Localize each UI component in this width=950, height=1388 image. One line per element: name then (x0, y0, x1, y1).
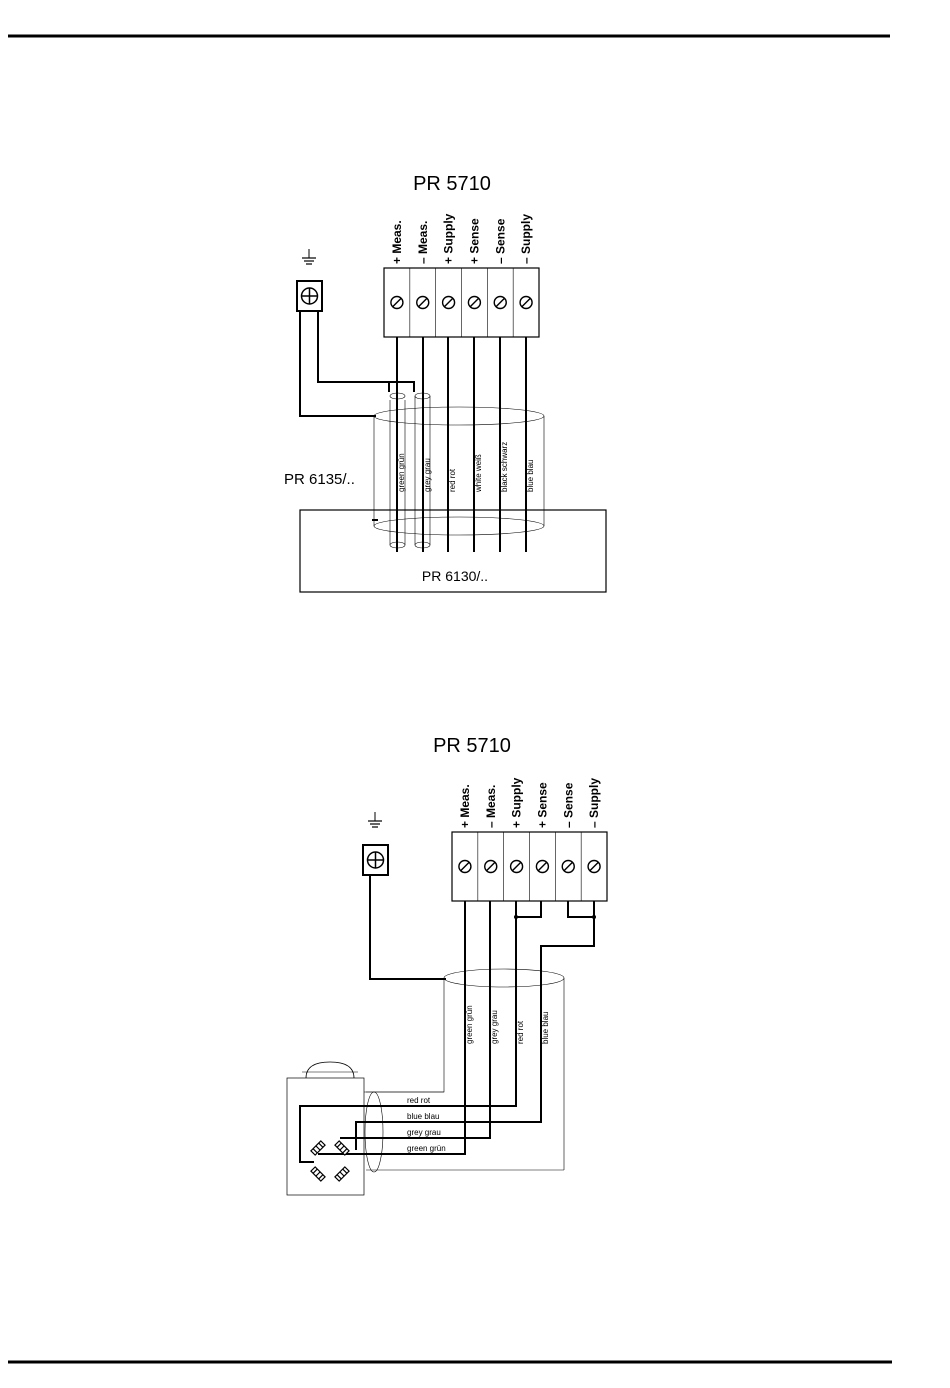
terminal-screw-icon (459, 861, 471, 873)
terminal-label: – Supply (519, 214, 533, 264)
wire-color-label: grey grau (423, 458, 432, 492)
terminal-screw-icon (511, 861, 523, 873)
cell-wire-label: red rot (407, 1096, 431, 1105)
wire-color-label: black schwarz (500, 442, 509, 492)
terminal-screw-icon (443, 297, 455, 309)
top-ground-screw-icon (297, 281, 322, 311)
terminal-label: + Meas. (390, 220, 404, 264)
cell-wire-label: blue blau (407, 1112, 439, 1121)
top-terminal-labels: + Meas. – Meas. + Supply + Sense – Sense – Su… (390, 213, 533, 264)
terminal-label: – Sense (493, 218, 507, 264)
terminal-label: – Sense (561, 782, 575, 828)
load-cell-bridge-icon (311, 1141, 349, 1181)
load-cell-housing (287, 1062, 364, 1195)
terminal-screw-icon (485, 861, 497, 873)
top-diagram: PR 5710 + Meas. – Meas. + Supply + Sense – S… (284, 173, 606, 592)
terminal-label: + Sense (467, 218, 481, 264)
cell-wire-label: green grün (407, 1144, 446, 1153)
terminal-label: – Meas. (416, 221, 430, 264)
terminal-screw-icon (588, 861, 600, 873)
wire-color-label: white weiß (474, 454, 483, 493)
terminal-label: + Meas. (458, 784, 472, 828)
top-cable-label: PR 6135/.. (284, 471, 355, 488)
wire-color-label: green grün (397, 453, 406, 492)
bottom-wire-labels: green grün grey grau red rot blue blau (465, 1005, 550, 1044)
bottom-terminal-labels: + Meas. – Meas. + Supply + Sense – Sense – Su… (458, 777, 601, 828)
bottom-diagram: PR 5710 + Meas. – Meas. + Supply + Sense – S… (287, 735, 607, 1195)
terminal-screw-icon (417, 297, 429, 309)
wire-color-label: blue blau (541, 1012, 550, 1044)
cell-wire-label: grey grau (407, 1128, 441, 1137)
terminal-label: + Supply (510, 777, 524, 828)
terminal-label: – Supply (587, 778, 601, 828)
terminal-screw-icon (562, 861, 574, 873)
wire-color-label: red rot (516, 1020, 525, 1044)
top-title: PR 5710 (413, 173, 491, 195)
wire-color-label: red rot (448, 468, 457, 492)
bottom-ground-screw-icon (363, 845, 388, 875)
terminal-label: – Meas. (484, 785, 498, 828)
wire-color-label: green grün (465, 1005, 474, 1044)
terminal-screw-icon (391, 297, 403, 309)
bottom-ground-symbol (368, 812, 382, 827)
terminal-screw-icon (536, 861, 548, 873)
cell-wire-labels: red rot blue blau grey grau green grün (407, 1096, 446, 1153)
terminal-label: + Sense (535, 782, 549, 828)
terminal-screw-icon (494, 297, 506, 309)
top-ground-symbol (302, 249, 316, 264)
top-box-label: PR 6130/.. (422, 568, 488, 584)
wire-color-label: grey grau (490, 1010, 499, 1044)
wire-color-label: blue blau (526, 460, 535, 492)
top-wire-labels: green grün grey grau red rot white weiß blac… (397, 442, 535, 493)
terminal-screw-icon (468, 297, 480, 309)
bottom-title: PR 5710 (433, 735, 511, 757)
terminal-screw-icon (520, 297, 532, 309)
terminal-label: + Supply (442, 213, 456, 264)
top-wires (300, 311, 526, 552)
